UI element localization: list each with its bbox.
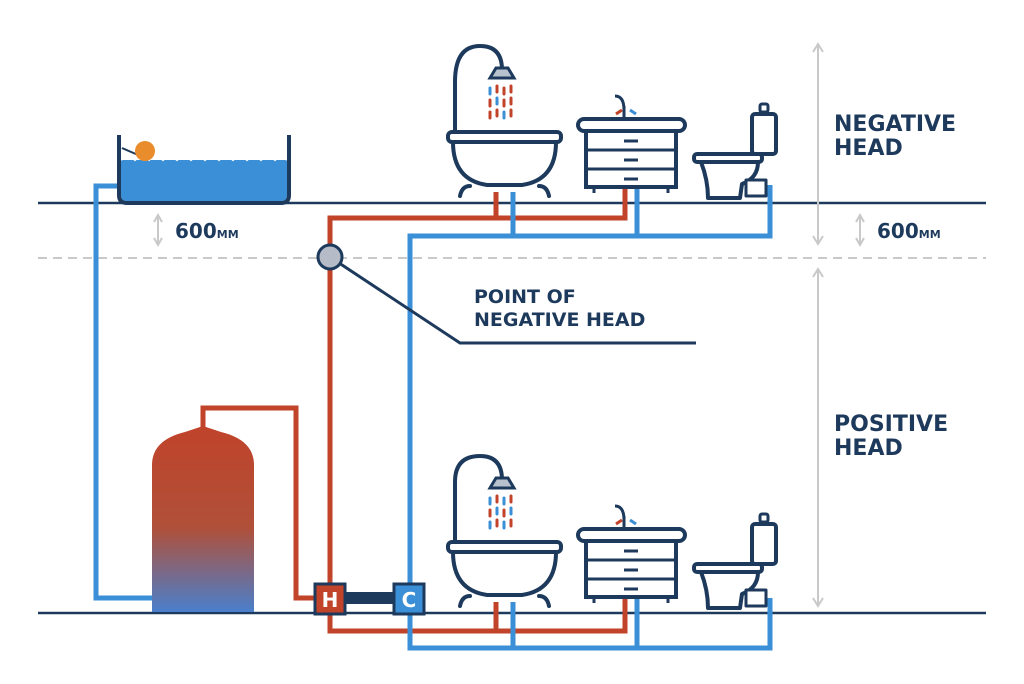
cylinder-hot-outlet-pipe — [200, 405, 316, 601]
point-of-negative-head-label-line2: NEGATIVE HEAD — [474, 309, 645, 331]
cold-water-cistern — [117, 135, 291, 205]
negative-head-pointer-line — [329, 255, 696, 345]
positive-head-label-line2: HEAD — [834, 436, 903, 461]
lower-vanity-basin — [576, 504, 687, 603]
hot-valve-label: H — [322, 588, 339, 612]
cold-riser-pipe — [407, 185, 773, 598]
positive-head-label-line1: POSITIVE — [834, 412, 948, 437]
cold-feed-pipe — [93, 183, 152, 601]
point-of-negative-head-label-line1: POINT OF — [474, 286, 576, 308]
hot-water-cylinder — [152, 426, 254, 612]
right-600-value: 600 — [877, 219, 919, 243]
float-ball — [135, 141, 155, 161]
upper-vanity-basin — [576, 94, 687, 193]
hot-riser-pipe — [327, 188, 628, 598]
cold-valve-label: C — [402, 588, 417, 612]
lower-bath-with-shower — [446, 453, 563, 608]
negative-head-label-line2: HEAD — [834, 136, 903, 161]
positive-head-range-arrow — [812, 267, 824, 608]
cold-valve: C — [392, 582, 426, 616]
upper-toilet — [692, 102, 778, 200]
lower-toilet — [692, 512, 778, 610]
lower-hot-pipe — [327, 598, 628, 634]
hot-valve: H — [313, 582, 347, 616]
left-mm-unit: MM — [217, 228, 239, 241]
left-600mm-label: 600MM — [175, 219, 239, 243]
right-mm-unit: MM — [919, 228, 941, 241]
valve-connector — [340, 592, 396, 604]
lower-cold-pipe — [407, 598, 773, 651]
negative-head-range-arrow — [812, 42, 824, 246]
upper-bath-with-shower — [446, 43, 563, 198]
right-600mm-arrow — [855, 212, 865, 248]
left-600-value: 600 — [175, 219, 217, 243]
negative-head-label-line1: NEGATIVE — [834, 112, 956, 137]
negative-head-point-marker — [316, 243, 344, 271]
left-600mm-arrow — [153, 212, 163, 248]
right-600mm-label: 600MM — [877, 219, 941, 243]
